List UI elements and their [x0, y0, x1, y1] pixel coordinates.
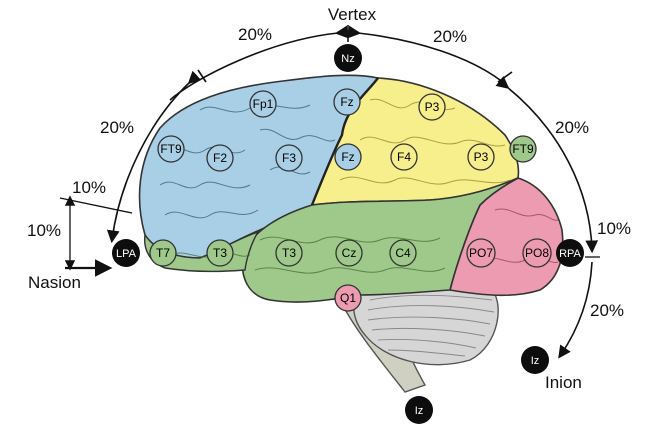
nasion-label: Nasion — [28, 273, 81, 292]
electrode-label: P3 — [425, 100, 440, 114]
electrode-label: FT9 — [160, 142, 182, 156]
landmark-iz-back: Iz — [521, 346, 549, 374]
electrode-f3: F3 — [276, 145, 302, 171]
percent-top-right: 20% — [433, 27, 467, 46]
electrode-po7: PO7 — [467, 239, 495, 267]
electrode-label: F2 — [213, 151, 227, 165]
electrode-t7: T7 — [150, 240, 176, 266]
electrode-ft9-right: FT9 — [510, 136, 536, 162]
percent-right-mid: 10% — [597, 219, 631, 238]
electrode-label: T3 — [282, 246, 296, 260]
vertex-label: Vertex — [328, 5, 377, 24]
electrode-label: Fz — [340, 95, 353, 109]
electrode-f2: F2 — [207, 145, 233, 171]
electrode-label: Cz — [342, 246, 357, 260]
electrode-q1: Q1 — [335, 285, 361, 311]
electrode-po8: PO8 — [523, 239, 551, 267]
landmark-label: Iz — [531, 355, 540, 367]
percent-right-low: 20% — [590, 301, 624, 320]
landmark-label: LPA — [116, 248, 137, 260]
electrode-label: F3 — [282, 151, 296, 165]
percent-top-left: 20% — [238, 25, 272, 44]
arc-top-right — [358, 33, 500, 80]
electrode-fp1: Fp1 — [250, 91, 276, 117]
arc-right-lower — [560, 262, 592, 356]
electrode-p3-top: P3 — [419, 94, 445, 120]
electrode-cz: Cz — [336, 240, 362, 266]
landmark-label: RPA — [559, 248, 581, 260]
electrode-f4: F4 — [391, 144, 417, 170]
electrode-label: T7 — [156, 246, 170, 260]
landmark-rpa: RPA — [556, 239, 584, 267]
electrode-t3-mid: T3 — [276, 240, 302, 266]
electrode-label: Q1 — [340, 291, 356, 305]
electrode-label: PO7 — [469, 246, 493, 260]
percent-left-upper: 20% — [100, 118, 134, 137]
electrode-t3-left: T3 — [207, 240, 233, 266]
landmark-nz: Nz — [334, 44, 362, 72]
tick-right — [498, 72, 512, 82]
electrode-ft9-left: FT9 — [158, 136, 184, 162]
electrode-c4: C4 — [390, 240, 416, 266]
electrode-fz-mid: Fz — [335, 144, 361, 170]
electrode-label: T3 — [213, 246, 227, 260]
electrode-label: Fp1 — [253, 97, 274, 111]
electrode-label: C4 — [395, 246, 411, 260]
percent-left-low: 10% — [27, 221, 61, 240]
percent-left-mid: 10% — [72, 178, 106, 197]
electrode-label: PO8 — [525, 246, 549, 260]
landmark-lpa: LPA — [112, 239, 140, 267]
landmark-iz-bottom: Iz — [405, 396, 433, 424]
electrode-label: FT9 — [512, 142, 534, 156]
landmark-label: Nz — [341, 53, 354, 65]
electrode-p3-mid: P3 — [468, 144, 494, 170]
percent-right-upper: 20% — [555, 118, 589, 137]
inion-label: Inion — [545, 373, 582, 392]
landmark-label: Iz — [415, 405, 424, 417]
electrode-label: F4 — [397, 150, 411, 164]
electrode-fz-top: Fz — [334, 89, 360, 115]
electrode-label: P3 — [474, 150, 489, 164]
electrode-label: Fz — [341, 150, 354, 164]
